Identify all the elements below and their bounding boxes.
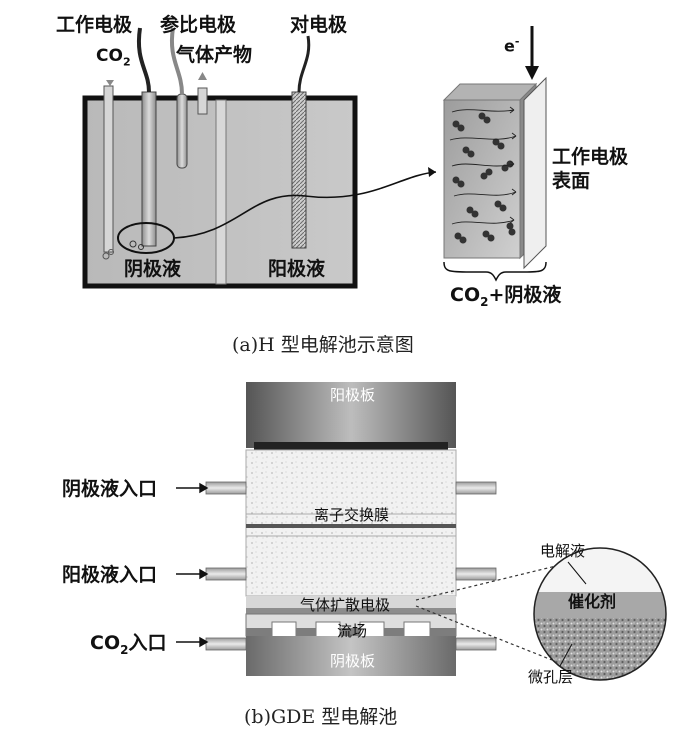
flow-field-label: 流场 — [337, 622, 368, 640]
catalyst-label: 催化剂 — [568, 592, 617, 611]
gas-product-outlet — [197, 72, 208, 115]
caption-a: (a)H 型电解池示意图 — [232, 334, 414, 356]
microporous-label: 微孔层 — [528, 668, 574, 686]
gde-label: 气体扩散电极 — [300, 596, 391, 614]
zoom-connector-line — [173, 171, 437, 239]
electrode-surface-label-1: 工作电极 — [552, 146, 629, 168]
lower-chamber — [245, 535, 457, 597]
counter-electrode-label: 对电极 — [290, 14, 348, 36]
working-electrode-rod — [136, 27, 157, 247]
anolyte-label: 阳极液 — [268, 258, 326, 280]
h-cell-diagram — [82, 26, 547, 289]
counter-electrode-rod — [291, 35, 311, 249]
anolyte-inlet-2-label: 阳极液入口 — [62, 564, 158, 586]
anode-plate — [246, 382, 456, 448]
anolyte-inlet-1-label: 阴极液入口 — [62, 478, 158, 500]
gde-cell-diagram — [176, 382, 667, 681]
gas-product-label: 气体产物 — [176, 44, 253, 66]
electrode-surface-label-2: 表面 — [552, 170, 591, 192]
electron-flow-arrow — [525, 26, 539, 80]
reference-electrode-label: 参比电极 — [160, 14, 237, 36]
inlet-arrows — [176, 482, 209, 648]
co2-label: CO2 — [96, 46, 131, 69]
co2-catholyte-label: CO2+阴极液 — [450, 284, 562, 309]
caption-b: (b)GDE 型电解池 — [244, 706, 398, 728]
cube-brace — [443, 261, 547, 282]
catholyte-label: 阴极液 — [124, 258, 182, 280]
reference-electrode-rod — [169, 27, 188, 169]
zoom-dotted-lines — [415, 565, 557, 661]
cathode-plate-label: 阴极板 — [330, 652, 376, 670]
inlet-tubes — [205, 481, 497, 651]
working-electrode-label: 工作电极 — [56, 14, 133, 36]
electrolyte-label: 电解液 — [540, 542, 586, 560]
upper-chamber — [245, 449, 457, 515]
h-cell-membrane — [215, 99, 227, 285]
co2-inlet-tube — [102, 80, 114, 260]
membrane-label: 离子交换膜 — [314, 506, 390, 524]
electron-label: e- — [504, 35, 520, 56]
co2-inlet-label: CO2入口 — [90, 632, 167, 657]
cathode-plate — [246, 636, 456, 676]
anode-plate-label: 阳极板 — [330, 386, 376, 404]
electrode-surface-cube — [442, 76, 547, 270]
